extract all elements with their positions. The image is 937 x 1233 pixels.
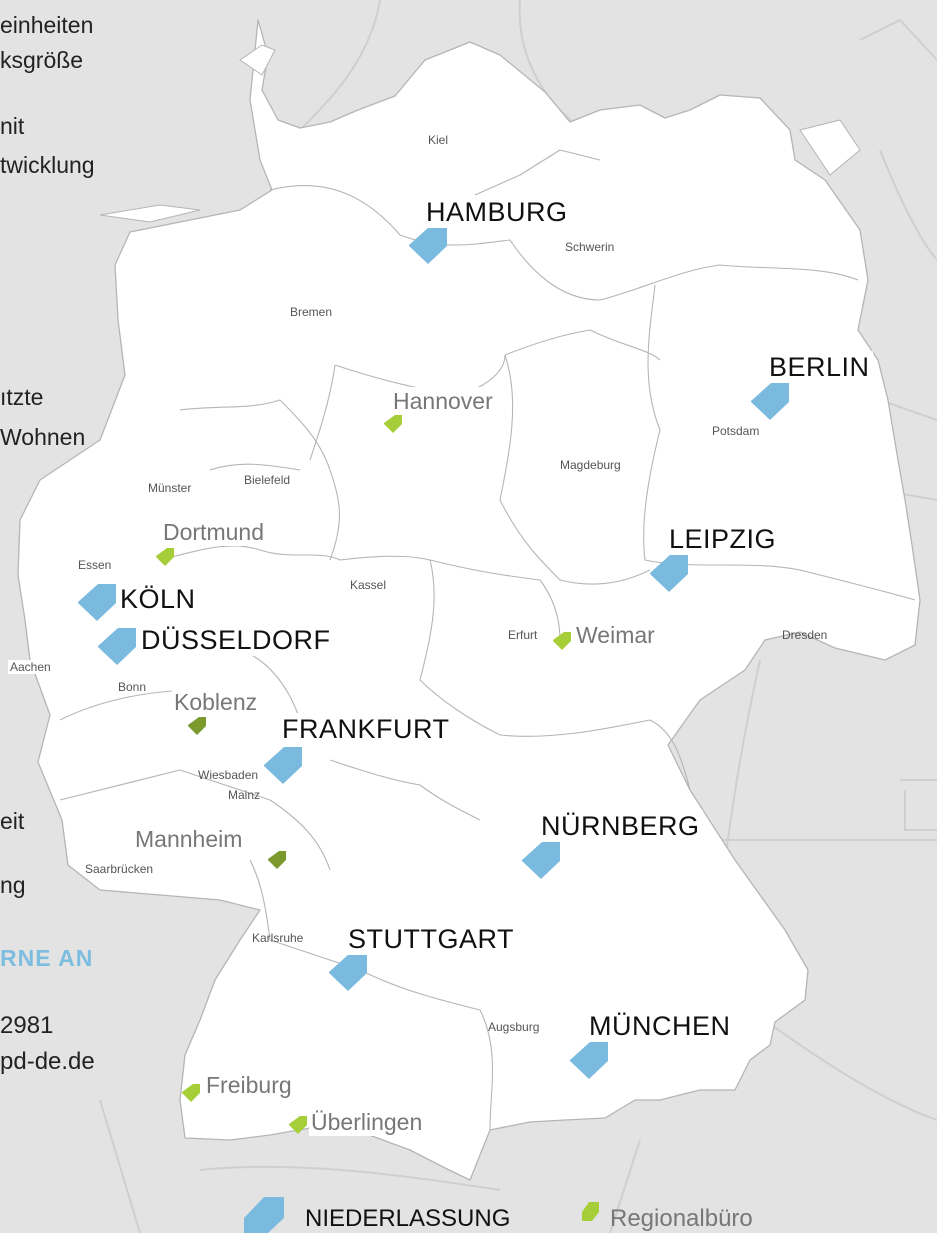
city-label: Bonn (118, 680, 147, 694)
city-label: Münster (148, 481, 192, 495)
regional-label-mannheim[interactable]: Mannheim (133, 825, 245, 853)
city-label: Potsdam (712, 424, 760, 438)
regional-marker-mannheim[interactable] (268, 851, 286, 869)
legend-markers (244, 1197, 599, 1233)
office-marker-leipzig[interactable] (650, 555, 688, 592)
office-marker-frankfurt[interactable] (264, 747, 302, 784)
office-label-berlin[interactable]: BERLIN (766, 351, 873, 383)
office-marker-hamburg[interactable] (409, 227, 447, 264)
city-label: Dresden (782, 628, 828, 642)
regional-label-koblenz[interactable]: Koblenz (172, 688, 260, 716)
left-text-line: ng (0, 872, 26, 898)
office-marker-duesseldorf[interactable] (98, 628, 136, 665)
left-text-line: twicklung (0, 152, 95, 178)
city-label: Essen (78, 558, 112, 572)
regional-label-weimar[interactable]: Weimar (574, 621, 657, 649)
city-label: Karlsruhe (252, 931, 304, 945)
regional-label-dortmund[interactable]: Dortmund (161, 518, 266, 546)
regional-label-hannover[interactable]: Hannover (391, 387, 495, 415)
office-marker-berlin[interactable] (751, 383, 789, 420)
city-label: Saarbrücken (85, 862, 154, 876)
office-marker-muenchen[interactable] (570, 1042, 608, 1079)
left-text-line: ıtzte (0, 384, 44, 410)
city-label: Erfurt (508, 628, 538, 642)
office-label-muenchen[interactable]: MÜNCHEN (586, 1010, 734, 1042)
city-label: Mainz (228, 788, 261, 802)
regional-label-freiburg[interactable]: Freiburg (204, 1071, 294, 1099)
office-marker-nuernberg[interactable] (522, 842, 560, 879)
city-label: Bielefeld (244, 473, 291, 487)
city-label: Bremen (290, 305, 333, 319)
legend-regional-label: Regionalbüro (610, 1205, 753, 1232)
office-label-stuttgart[interactable]: STUTTGART (345, 923, 517, 955)
city-label: Magdeburg (560, 458, 621, 472)
regional-marker-hannover[interactable] (384, 415, 402, 433)
office-label-hamburg[interactable]: HAMBURG (423, 196, 571, 228)
city-label: Augsburg (488, 1020, 540, 1034)
office-marker-stuttgart[interactable] (329, 954, 367, 991)
city-label: Kassel (350, 578, 387, 592)
office-label-koeln[interactable]: KÖLN (117, 583, 199, 615)
regional-marker-ueberlingen[interactable] (289, 1116, 307, 1134)
legend-office-label: NIEDERLASSUNG (305, 1205, 511, 1232)
contact-email: pd-de.de (0, 1048, 95, 1075)
left-text-line: Wohnen (0, 424, 86, 450)
regional-marker-dortmund[interactable] (156, 548, 174, 566)
office-marker-koeln[interactable] (78, 584, 116, 621)
regional-label-ueberlingen[interactable]: Überlingen (309, 1108, 425, 1136)
left-text-line: einheiten (0, 12, 94, 38)
city-label: Schwerin (565, 240, 615, 254)
regional-marker-weimar[interactable] (553, 632, 571, 650)
regional-marker-freiburg[interactable] (182, 1084, 200, 1102)
regional-marker-koblenz[interactable] (188, 717, 206, 735)
left-text-line: eit (0, 808, 25, 834)
contact-heading: RNE AN (0, 945, 94, 971)
office-label-leipzig[interactable]: LEIPZIG (666, 523, 780, 555)
office-label-duesseldorf[interactable]: DÜSSELDORF (138, 624, 334, 656)
left-text-line: nit (0, 113, 25, 139)
contact-phone: 2981 (0, 1012, 54, 1039)
left-text-line: ksgröße (0, 47, 84, 73)
office-label-frankfurt[interactable]: FRANKFURT (279, 713, 453, 745)
office-label-nuernberg[interactable]: NÜRNBERG (538, 810, 703, 842)
city-label: Kiel (428, 133, 449, 147)
city-label: Wiesbaden (198, 768, 259, 782)
city-label: Aachen (8, 660, 53, 674)
